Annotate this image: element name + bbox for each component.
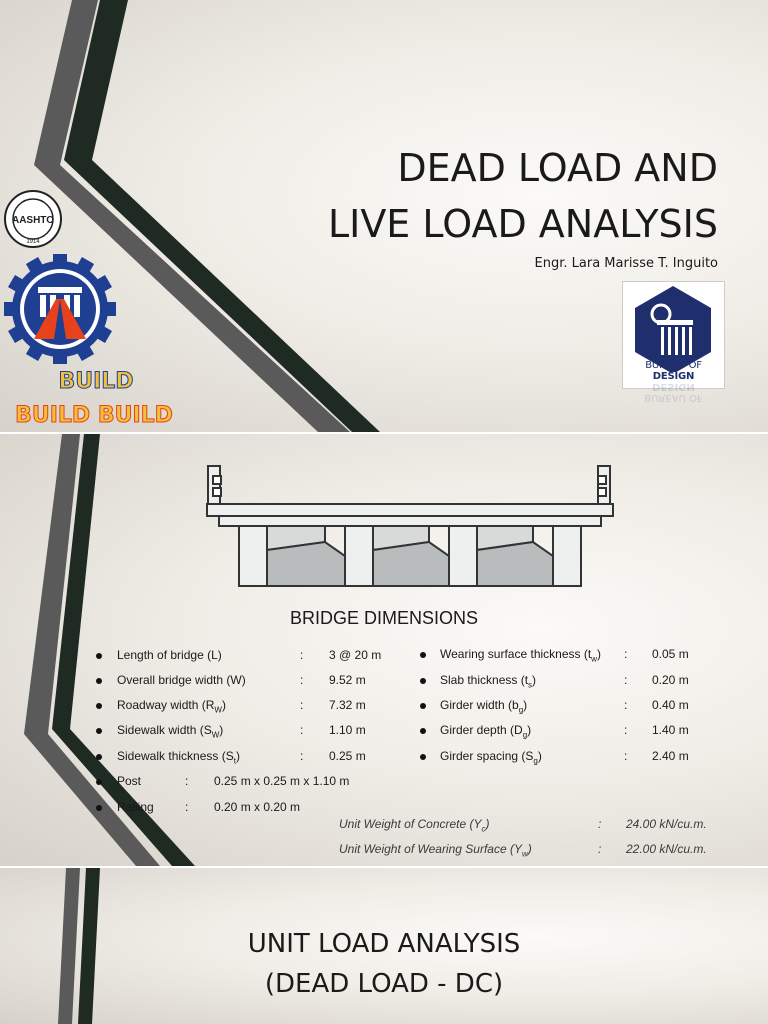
build-build-build-logo: BUILD BUILD BUILD — [4, 366, 184, 432]
slide-title: AASHTO 1914 — [0, 0, 768, 432]
author-name: Engr. Lara Marisse T. Inguito — [534, 256, 718, 271]
dpwh-gear-logo — [2, 253, 122, 368]
aashto-seal-text: AASHTO — [12, 215, 54, 226]
svg-text:1914: 1914 — [26, 239, 40, 245]
section-title: BRIDGE DIMENSIONS — [289, 608, 479, 628]
aashto-seal: AASHTO 1914 — [4, 188, 62, 254]
presentation-title: DEAD LOAD AND LIVE LOAD ANALYSIS — [327, 146, 718, 246]
bridge-cross-section-diagram — [206, 465, 614, 587]
slide-bridge-dimensions: BRIDGE DIMENSIONS Length of bridge (L) :… — [0, 434, 768, 866]
bureau-logo-caption: BUREAU OF DESIGN — [645, 360, 702, 382]
svg-text:BUILD: BUILD — [58, 369, 133, 394]
column-capital-icon — [635, 286, 711, 372]
bureau-logo-reflection: BUREAU OF DESIGN — [644, 381, 703, 403]
svg-text:BUILD BUILD: BUILD BUILD — [15, 403, 173, 428]
bureau-of-design-logo: BUREAU OF DESIGN — [622, 281, 725, 389]
unit-weight-concrete: Unit Weight of Concrete (Yc) : 24.00 kN/… — [339, 817, 707, 834]
slide-unit-load-analysis: UNIT LOAD ANALYSIS (DEAD LOAD - DC) — [0, 868, 768, 1024]
unit-weight-wearing-surface: Unit Weight of Wearing Surface (Yw) : 22… — [339, 842, 707, 859]
slide-title-unit-load: UNIT LOAD ANALYSIS (DEAD LOAD - DC) — [247, 929, 521, 999]
